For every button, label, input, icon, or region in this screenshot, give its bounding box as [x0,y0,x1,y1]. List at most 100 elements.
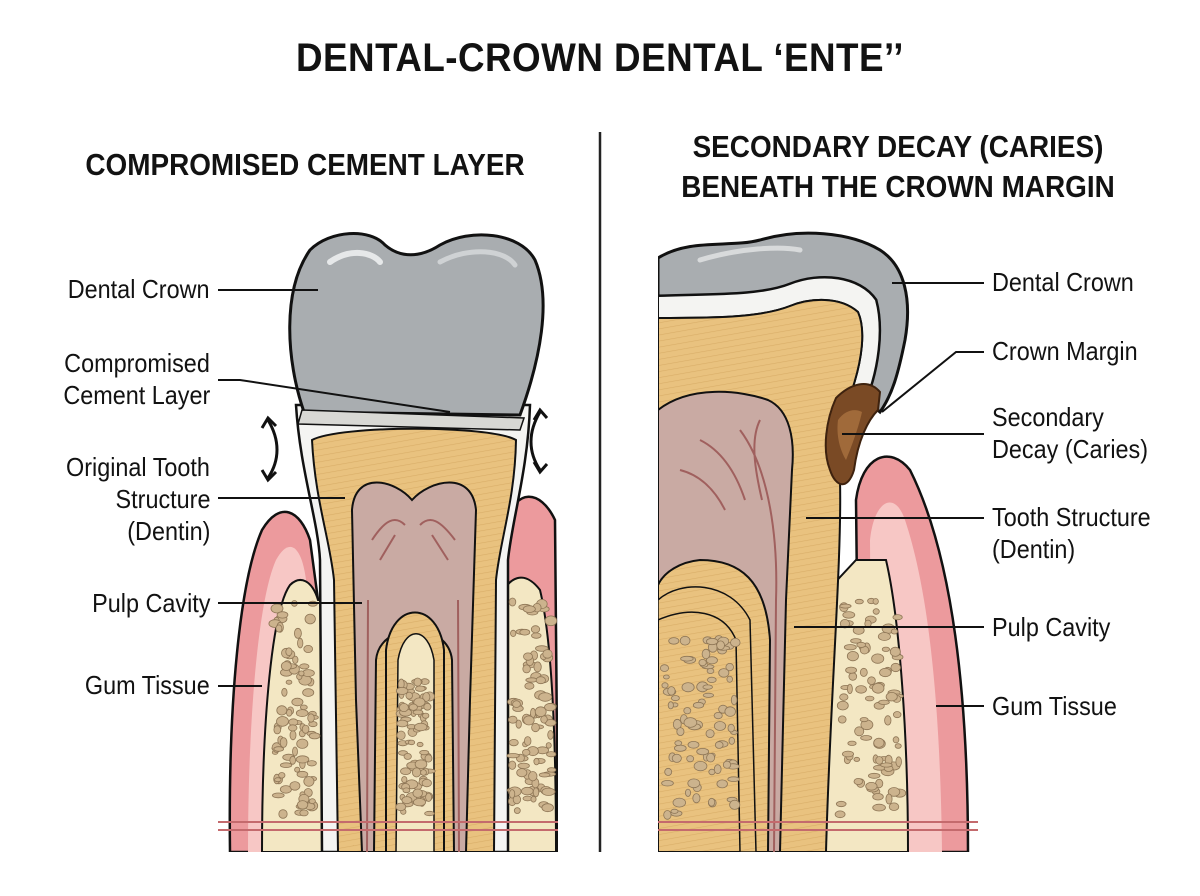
bone-pore [531,632,542,639]
right-pulp [658,390,794,852]
bone-pore [531,722,540,733]
bone-pore [894,743,902,749]
bone-pore [854,726,865,737]
label-cement-line1: Compromised [64,348,210,378]
bone-pore [705,637,719,646]
bone-pore [304,613,316,625]
bone-pore [424,754,433,763]
bone-pore [413,697,426,707]
bone-pore [892,736,900,744]
right-leader-lines [794,282,984,707]
bone-pore [872,608,880,615]
bone-pore [524,682,535,690]
bone-pore [535,676,546,685]
bone-pore [730,694,738,706]
bone-pore [513,807,521,814]
bone-pore [278,809,288,819]
bone-pore [405,691,413,700]
bone-pore [412,709,424,715]
bone-pore [718,668,730,678]
bone-pore [401,776,408,784]
bone-pore [843,644,857,651]
bone-pore [274,777,282,783]
bone-pore [871,653,885,664]
bone-pore [414,685,426,692]
bone-pore [872,803,886,812]
bone-pore [705,729,715,738]
bone-pore [878,699,890,705]
bone-pore [667,701,674,710]
bone-pore [533,757,540,766]
bone-pore [281,687,288,697]
bone-pore [289,730,297,741]
bone-pore [416,741,424,748]
bone-pore [872,598,879,605]
bone-pore [519,628,531,636]
bone-pore [845,666,857,674]
bone-pore [686,755,695,763]
bone-pore [716,779,728,789]
bone-pore [893,711,902,719]
bone-pore [403,753,412,760]
bone-pore [670,808,679,814]
bone-pore [414,722,428,732]
bone-pore [868,772,881,779]
bone-pore [676,727,685,736]
bone-pore [297,637,304,649]
left-crown [288,232,545,417]
bone-pore [547,730,554,740]
bone-pore [888,802,900,811]
bone-pore [836,700,849,711]
bone-pore [530,625,541,634]
bone-pore [303,776,315,787]
bone-pore [716,640,725,651]
label-dental-crown-left: Dental Crown [68,274,210,304]
label-dentin-right-line2: (Dentin) [992,534,1076,564]
bone-pore [407,739,416,746]
bone-pore [705,656,718,665]
bone-pore [884,715,892,726]
bone-pore [834,810,846,819]
bone-pore [412,798,426,807]
bone-pore [523,652,533,661]
bone-pore [508,715,518,724]
bone-pore [538,772,551,778]
left-bone-texture [268,597,558,819]
bone-pore [668,637,680,645]
bone-pore [289,781,301,791]
bone-pore [308,732,321,740]
bone-pore [296,800,309,810]
label-gum-left: Gum Tissue [85,670,210,700]
left-tooth-illustration [218,232,558,852]
bone-pore [889,646,901,657]
bone-pore [303,645,314,654]
bone-pore [887,787,901,797]
bone-pore [687,740,700,749]
bone-pore [279,762,293,768]
bone-pore [291,697,304,707]
bone-pore [692,701,705,709]
bone-pore [276,705,288,716]
bone-pore [522,749,531,756]
bone-pore [276,716,289,727]
right-panel-heading-line2: BENEATH THE CROWN MARGIN [681,169,1115,204]
bone-pore [663,810,672,820]
label-dentin-right-line1: Tooth Structure [992,502,1151,532]
bone-pore [853,756,861,762]
bone-pore [859,667,868,677]
bone-pore [885,692,898,702]
bone-pore [859,717,869,723]
bone-pore [422,692,431,702]
bone-pore [299,704,308,710]
bone-pore [725,662,734,672]
bone-pore [285,647,293,656]
bone-pore [545,742,552,749]
bone-pore [667,686,676,696]
bone-pore [890,662,901,673]
bone-pore [276,611,289,619]
bone-pore [530,795,537,803]
bone-pore [398,703,409,713]
bone-pore [880,762,893,768]
bone-pore [867,676,876,685]
